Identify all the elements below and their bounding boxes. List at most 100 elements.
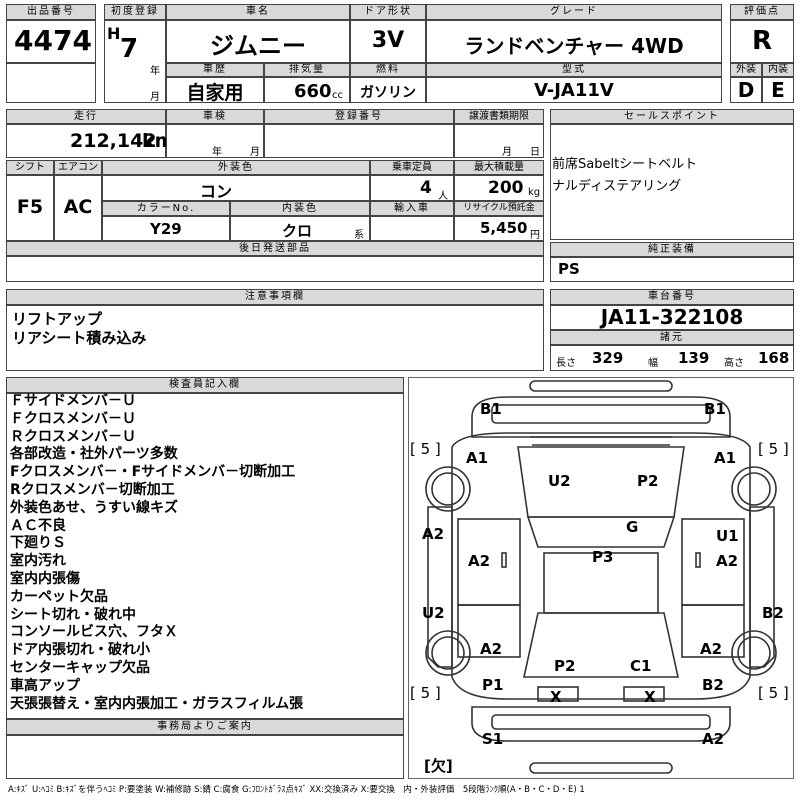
mark-a1-left: A1	[466, 449, 489, 467]
exterior-color-header: 外装色	[102, 160, 370, 175]
door-header: ドア形状	[350, 4, 426, 20]
sales-point-header: セールスポイント	[550, 109, 794, 124]
mark-a2-left-rear: A2	[480, 640, 503, 658]
shift-cell	[6, 175, 54, 241]
inspector-note: 天張張替え・室内内張加工・ガラスフィルム張	[10, 695, 304, 712]
chassis-number-header: 車台番号	[550, 289, 794, 305]
inspector-note: シート切れ・破れ中	[10, 606, 136, 623]
transfer-month-unit: 月	[502, 147, 512, 158]
genuine-equipment-cell	[550, 257, 794, 282]
inspector-note: Rクロスメンバ－切断加工	[10, 481, 175, 498]
transfer-deadline-header: 譲渡書類期限	[454, 109, 544, 124]
mark-b2-rear-right: B2	[702, 676, 724, 694]
sales-point-line-1: 前席Sabeltシートベルト	[552, 157, 698, 172]
mark-b1-left: B1	[480, 400, 502, 418]
max-load-header: 最大積載量	[454, 160, 544, 175]
sales-point-cell	[550, 124, 794, 240]
color-number-header: カラーNo.	[102, 201, 230, 216]
legend: A:ｷｽﾞ U:ﾍｺﾐ B:ｷｽﾞを伴うﾍｺﾐ P:要塗装 W:補修跡 S:錆 …	[8, 785, 585, 795]
inspector-note: カーペット欠品	[10, 588, 108, 605]
chassis-number-cell	[550, 305, 794, 330]
width-value: 139	[678, 349, 710, 367]
interior-grade-cell	[762, 77, 794, 103]
max-load: 200	[488, 178, 524, 198]
tire-tread-rear-right: [ 5 ]	[758, 684, 789, 702]
tire-tread-rear-left: [ 5 ]	[410, 684, 441, 702]
max-load-unit: kg	[528, 187, 541, 198]
tire-tread-front-left: [ 5 ]	[410, 440, 441, 458]
capacity-unit: 人	[438, 191, 448, 202]
mark-s1: S1	[482, 730, 504, 748]
history-cell	[166, 77, 264, 103]
transfer-day-unit: 日	[530, 147, 540, 158]
mark-b2-right: B2	[762, 604, 784, 622]
mark-p2-rear: P2	[554, 657, 576, 675]
notes-cell	[6, 305, 544, 371]
model-header: 型式	[426, 63, 722, 77]
interior-color-header: 内装色	[230, 201, 370, 216]
shift: F5	[16, 196, 44, 218]
displacement-unit: cc	[332, 90, 343, 101]
mileage-header: 走行	[6, 109, 166, 124]
displacement-header: 排気量	[264, 63, 350, 77]
exterior-color: コン	[199, 182, 232, 201]
inspector-note: ＡＣ不良	[10, 517, 66, 534]
mark-a2-left-front: A2	[422, 525, 445, 543]
mark-a2-bottom: A2	[702, 730, 725, 748]
notes-line-1: リフトアップ	[12, 310, 103, 328]
mark-c1: C1	[630, 657, 652, 675]
car-damage-diagram	[425, 380, 777, 774]
fuel-cell	[350, 77, 426, 103]
specs-header: 諸元	[550, 330, 794, 345]
recycle-cell	[454, 216, 544, 241]
lot-number-cell	[6, 20, 96, 63]
lot-number-header: 出品番号	[6, 4, 96, 20]
door-type: 3V	[371, 28, 405, 53]
office-notice-cell	[6, 735, 404, 779]
inspection-cell	[166, 124, 264, 158]
score: R	[751, 26, 773, 56]
inspector-note: 下廻りＳ	[10, 535, 66, 552]
car-name-header: 車名	[166, 4, 350, 20]
inspector-note: センターキャップ欠品	[10, 659, 150, 676]
notes-header: 注意事項欄	[6, 289, 544, 305]
capacity-header: 乗車定員	[370, 160, 454, 175]
mark-p2-hood: P2	[637, 472, 659, 490]
tire-tread-front-right: [ 5 ]	[758, 440, 789, 458]
mark-a2-right-rear: A2	[700, 640, 723, 658]
later-parts-cell	[6, 256, 544, 282]
interior-grade: E	[771, 78, 785, 102]
month-unit: 月	[150, 92, 160, 103]
score-cell	[730, 20, 794, 63]
mark-u1-right: U1	[716, 527, 739, 545]
sales-point-line-2: ナルディステアリング	[552, 179, 682, 194]
inspector-note: 外装色あせ、うすい線キズ	[10, 499, 178, 516]
mark-b1-right: B1	[704, 400, 726, 418]
first-registration-header: 初度登録	[104, 4, 166, 20]
model-code: V-JA11V	[534, 80, 614, 101]
height-label: 高さ	[724, 358, 744, 369]
shift-header: シフト	[6, 160, 54, 175]
model-cell	[426, 77, 722, 103]
inspection-month-unit: 月	[250, 147, 260, 158]
car-name: ジムニー	[210, 32, 306, 60]
specs-cell	[550, 345, 794, 371]
inspector-note: Ｒクロスメンバ－Ｕ	[10, 428, 136, 445]
mark-a2-right-mid: A2	[716, 552, 739, 570]
capacity-cell	[370, 175, 454, 201]
vehicle-history: 自家用	[186, 82, 244, 104]
mileage-cell	[6, 124, 166, 158]
ac-cell	[54, 175, 102, 241]
office-notice-header: 事務局よりご案内	[6, 719, 404, 735]
registration-year: 7	[120, 34, 139, 64]
fuel: ガソリン	[360, 85, 416, 101]
inspector-note: Ｆクロスメンバ－Ｕ	[10, 410, 136, 427]
fuel-header: 燃料	[350, 63, 426, 77]
inspector-note: Ｆサイドメンバ－Ｕ	[10, 393, 136, 409]
chassis-number: JA11-322108	[600, 305, 744, 329]
color-number-cell	[102, 216, 230, 241]
spare-tire-missing: [欠]	[424, 757, 453, 775]
era-letter: H	[107, 24, 121, 43]
recycle-unit: 円	[530, 230, 540, 241]
inspector-note: コンソールビス穴、フタＸ	[10, 624, 178, 641]
